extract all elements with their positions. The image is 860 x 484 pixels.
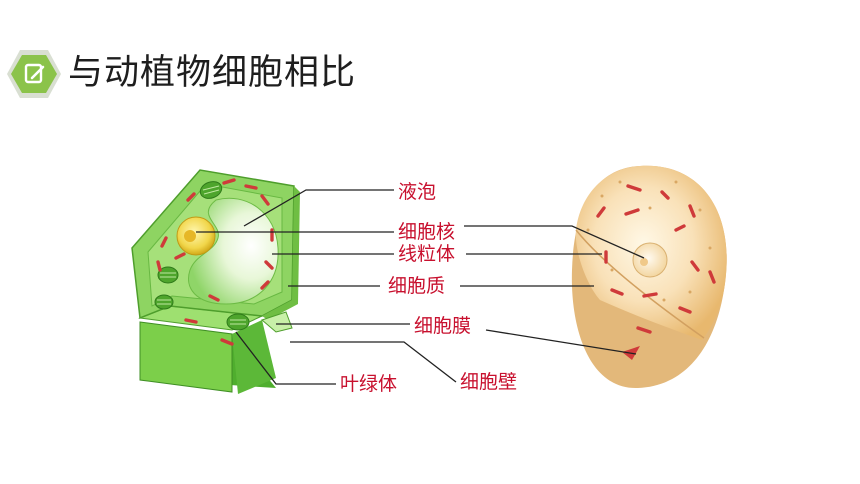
- leader-lines: [196, 189, 645, 385]
- animal-cell: [571, 165, 727, 389]
- label-chloroplast: 叶绿体: [340, 373, 398, 395]
- label-cytoplasm: 细胞质: [388, 275, 446, 297]
- label-cell-wall: 细胞壁: [460, 371, 518, 393]
- label-nucleus: 细胞核: [398, 221, 456, 243]
- label-membrane: 细胞膜: [414, 315, 472, 337]
- edit-note-icon: [7, 50, 61, 98]
- page-title: 与动植物细胞相比: [68, 53, 357, 93]
- plant-cell: [131, 169, 300, 394]
- label-mitochondria: 线粒体: [398, 243, 456, 265]
- label-vacuole: 液泡: [398, 181, 437, 203]
